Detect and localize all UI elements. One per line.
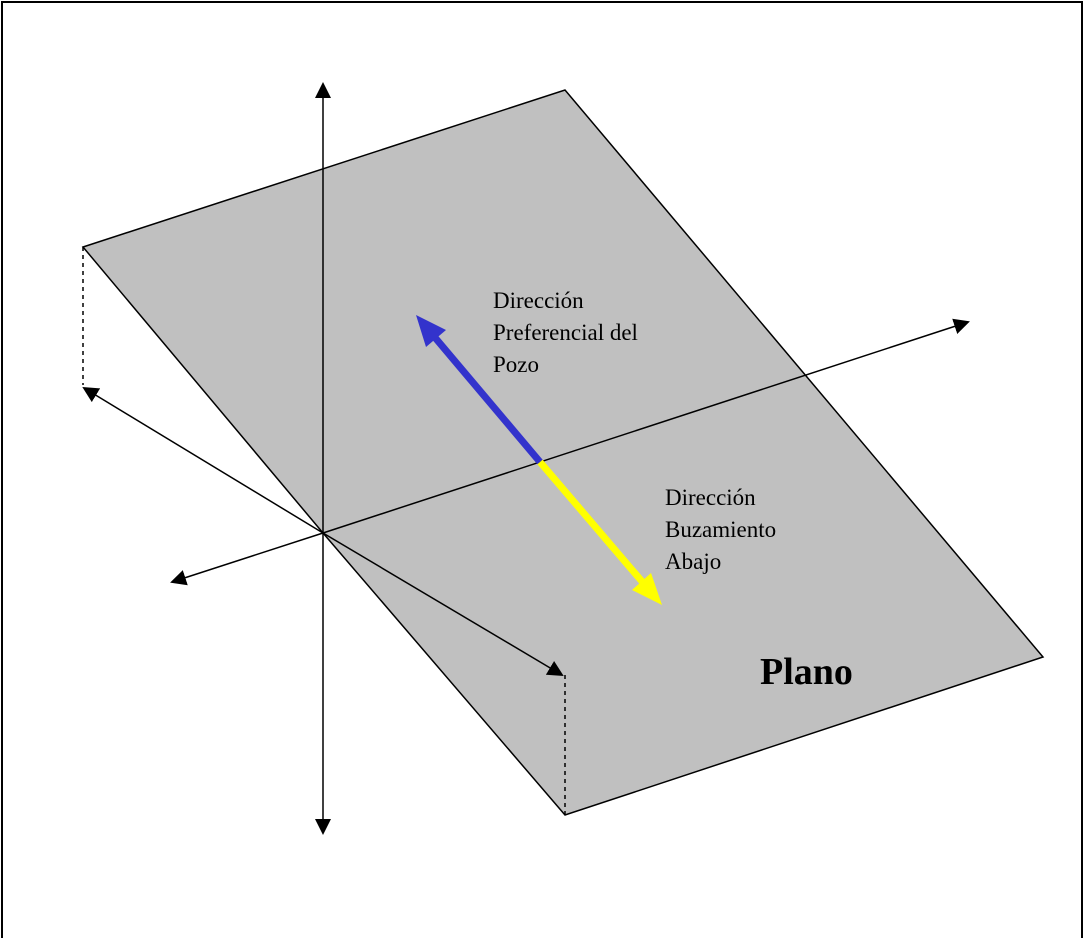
- dip-direction-line-3: Abajo: [665, 549, 721, 574]
- plane-label: Plano: [760, 651, 853, 693]
- dip-direction-label: Dirección Buzamiento Abajo: [665, 485, 782, 574]
- dip-direction-arrow: [537, 459, 662, 605]
- well-direction-line-3: Pozo: [493, 352, 539, 377]
- axis-upper-left: [82, 386, 324, 534]
- inclined-plane: [81, 89, 1045, 816]
- well-direction-label: Dirección Preferencial del Pozo: [493, 288, 644, 377]
- axis-lower-right: [322, 532, 564, 677]
- dip-direction-line-2: Buzamiento: [665, 517, 776, 542]
- axis-upper-right: [322, 318, 970, 534]
- well-direction-line-2: Preferencial del: [493, 320, 638, 345]
- dip-direction-line-1: Dirección: [665, 485, 756, 510]
- well-direction-line-1: Dirección: [493, 288, 584, 313]
- axis-lower-left: [170, 532, 324, 586]
- well-direction-arrow: [416, 315, 543, 465]
